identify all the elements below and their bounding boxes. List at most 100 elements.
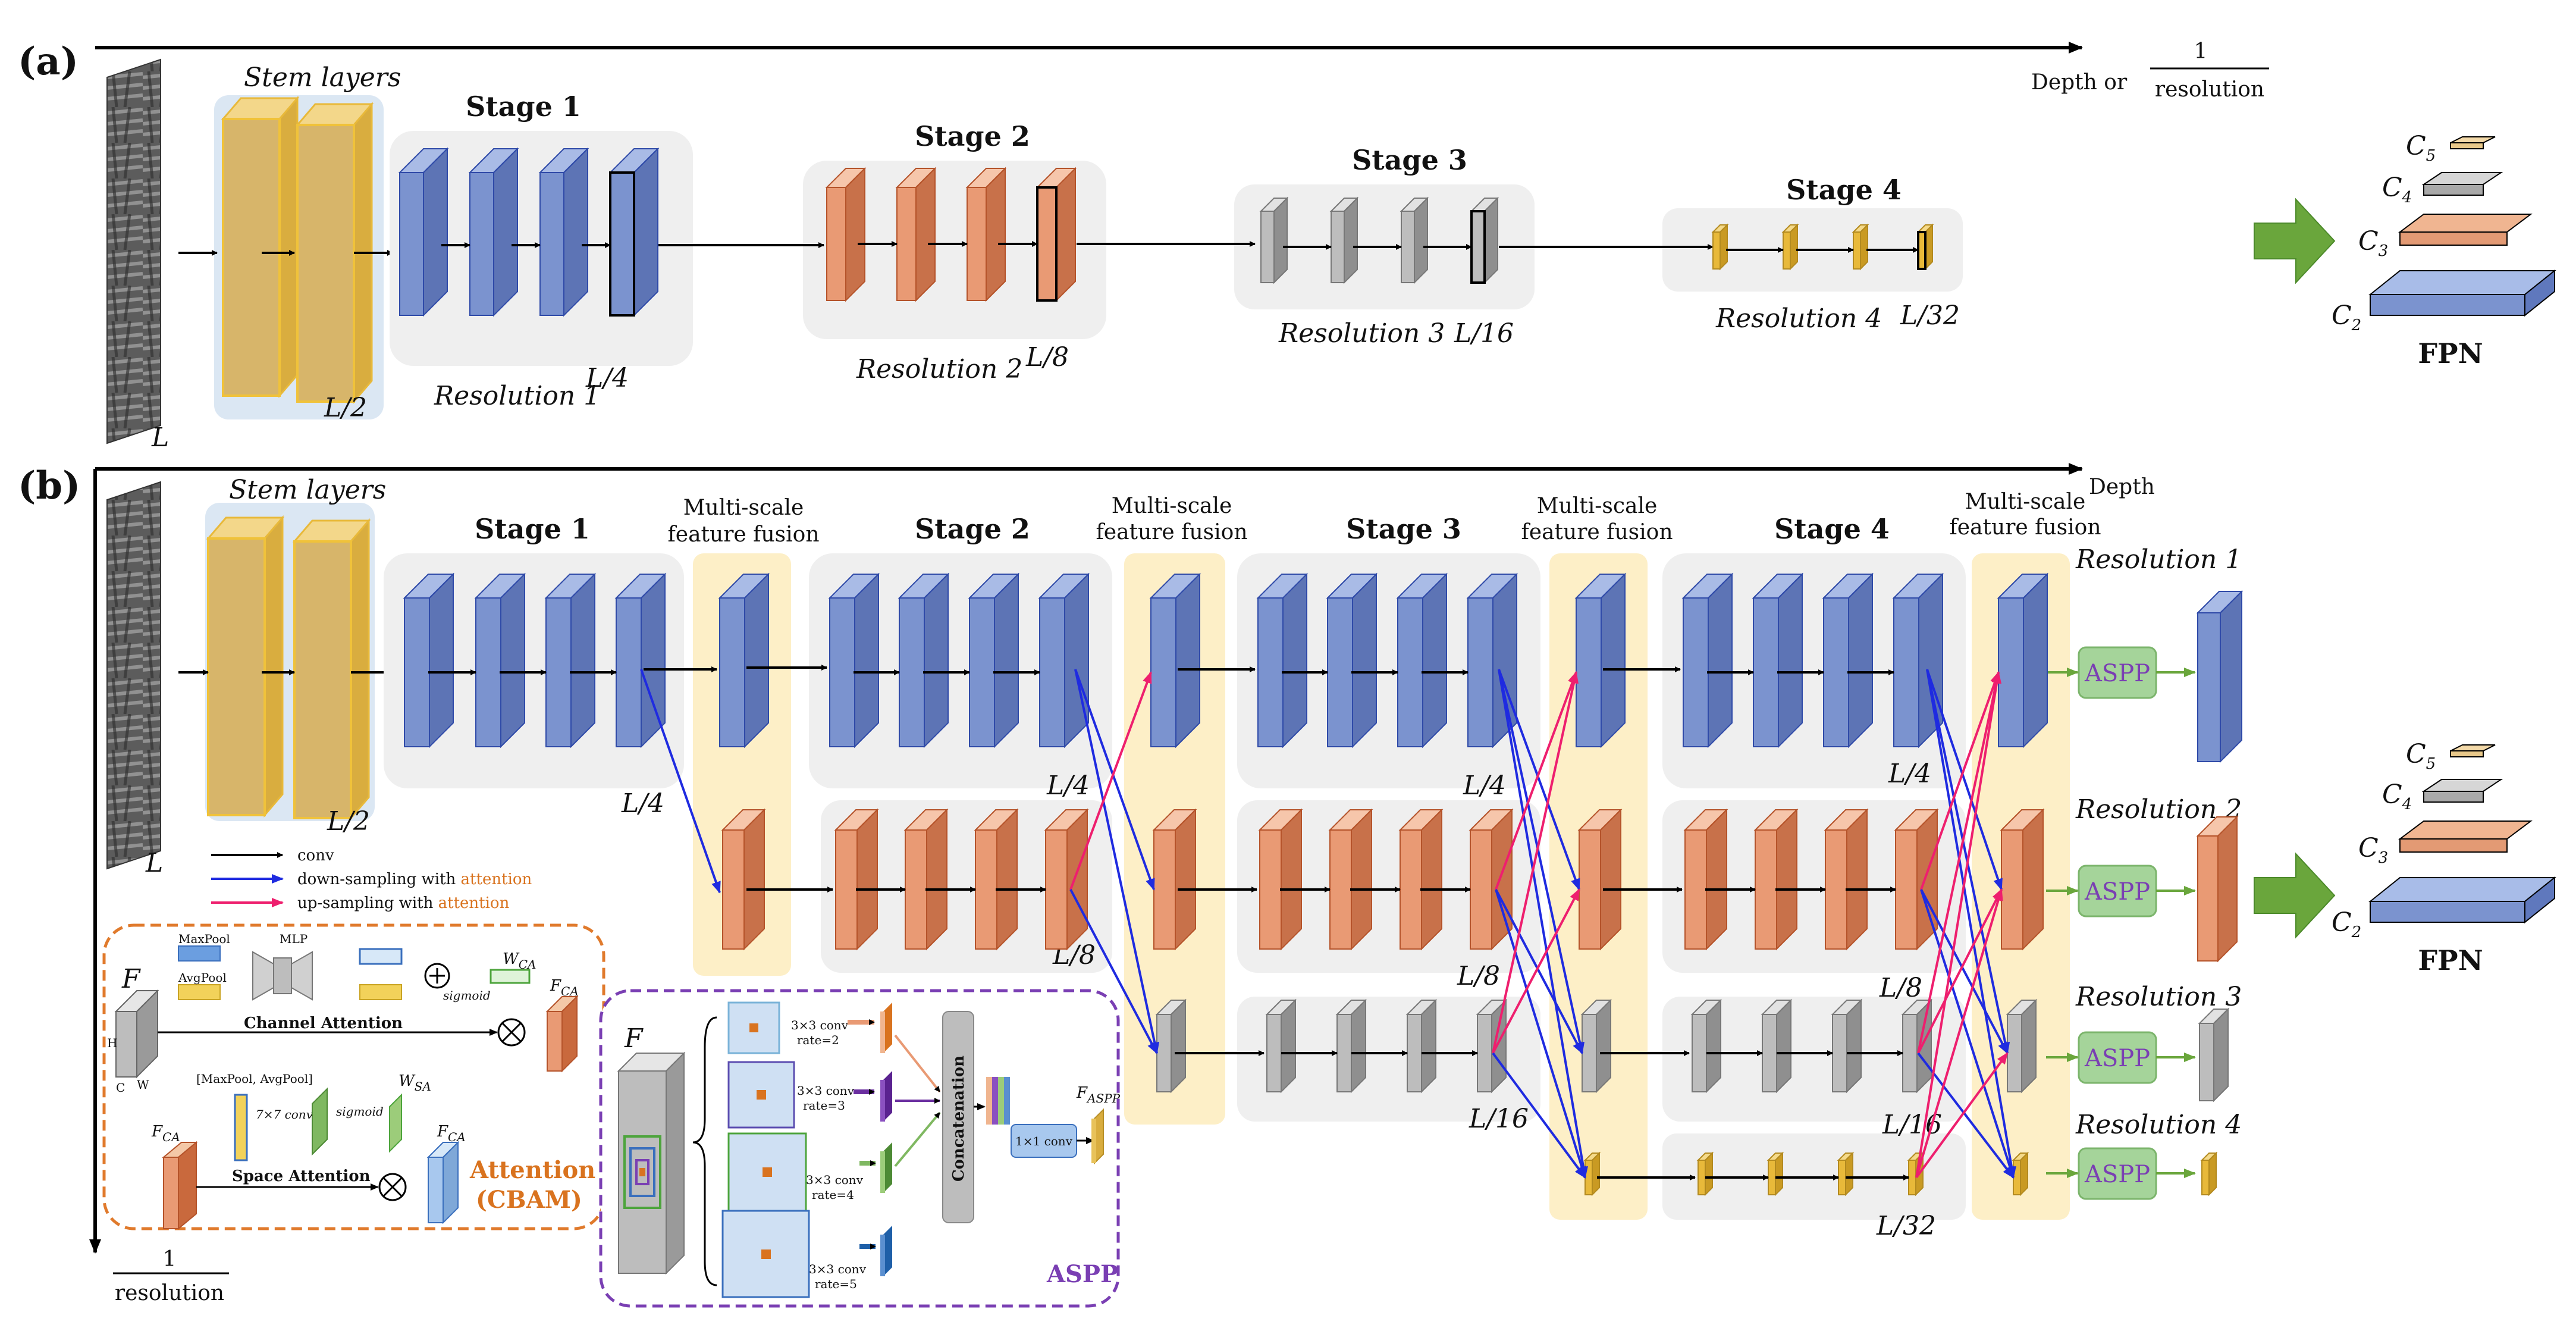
conv-block-7 — [965, 167, 1007, 302]
up-sample-arrow-64 — [1492, 671, 1579, 1054]
res3-label-a: Resolution 3 — [1278, 318, 1445, 349]
up-sample-arrow-73 — [1917, 671, 2001, 1054]
fpn-a-level-c4 — [2421, 172, 2503, 196]
cbam-title-2: (CBAM) — [476, 1186, 582, 1214]
conv-block-62 — [1761, 998, 1793, 1094]
conv-block-36 — [1997, 572, 2049, 749]
conv-block-68 — [1696, 1151, 1714, 1197]
stage4-row2-panel — [1662, 800, 1966, 973]
fpn-b-level-c5 — [2450, 744, 2496, 757]
stem-block-a1 — [221, 95, 300, 399]
svg-text:7×7 conv: 7×7 conv — [256, 1107, 313, 1122]
stage4-row3-panel — [1662, 997, 1966, 1122]
down-sample-arrow-62 — [1495, 889, 1583, 1054]
conv-block-41 — [974, 808, 1019, 951]
down-sample-arrow-71 — [1920, 889, 2009, 1054]
conv-block-26 — [1149, 572, 1201, 749]
panel-a: (a) Depth or 1 resolution L Stem layers … — [18, 39, 2269, 453]
conv-block-66 — [2198, 1007, 2230, 1103]
conv-block-63 — [1831, 998, 1863, 1094]
stage1-title-b: Stage 1 — [475, 513, 590, 545]
conv-block-14 — [1781, 223, 1799, 271]
input-image-a — [106, 58, 161, 444]
fpn-a-title: FPN — [2418, 337, 2483, 369]
conv-block-40 — [903, 808, 949, 951]
aspp-concatenation — [942, 1011, 974, 1223]
conv-block-48 — [1577, 808, 1623, 951]
svg-text:3×3 conv: 3×3 conv — [791, 1018, 849, 1032]
cbam-avgpool — [178, 984, 221, 1000]
input-image-b — [106, 481, 161, 870]
cbam-title-1: Attention — [469, 1156, 595, 1184]
axis-a-label: Depth or — [2031, 70, 2128, 95]
fusion-label-3b: feature fusion — [1521, 520, 1673, 544]
fpn-a: C5 C4 C3 C2 FPN — [2254, 131, 2556, 369]
conv-block-15 — [1852, 223, 1869, 271]
conv-block-25 — [1038, 572, 1090, 749]
conv-block-55 — [1155, 998, 1187, 1094]
svg-text:ASPP: ASPP — [2084, 878, 2150, 906]
svg-text:MaxPool: MaxPool — [178, 932, 230, 946]
conv-block-67 — [1583, 1151, 1601, 1197]
svg-text:W: W — [137, 1078, 149, 1092]
stem-label-b: Stem layers — [229, 475, 386, 505]
stage2-row1-panel — [809, 553, 1112, 788]
conv-block-64 — [1901, 998, 1933, 1094]
svg-text:WSA: WSA — [399, 1072, 431, 1094]
svg-text:rate=5: rate=5 — [815, 1277, 857, 1291]
size4-label-a: L/32 — [1900, 300, 1960, 331]
up-sample-arrow-78 — [1915, 1052, 2009, 1179]
svg-text:3×3 conv: 3×3 conv — [806, 1173, 864, 1187]
svg-text:ASPP: ASPP — [2084, 1161, 2150, 1188]
conv-block-46 — [1398, 808, 1444, 951]
aspp-branch-3: 3×3 conv rate=4 — [727, 1132, 892, 1212]
conv-block-60 — [1580, 998, 1612, 1094]
axis-b-depth: Depth — [2089, 475, 2155, 499]
fpn-b-level-c4 — [2421, 779, 2503, 803]
aspp-branch-2: 3×3 conv rate=3 — [727, 1061, 892, 1129]
conv-block-18 — [474, 572, 526, 749]
cbam-space-attention: Space Attention — [232, 1167, 371, 1185]
conv-block-59 — [1476, 998, 1508, 1094]
down-sample-arrow-67 — [1926, 669, 2003, 891]
stage3-title-a: Stage 3 — [1352, 144, 1467, 176]
size-label-b7: L/4 — [1888, 759, 1931, 789]
conv-block-19 — [544, 572, 597, 749]
svg-text:1×1 conv: 1×1 conv — [1015, 1134, 1073, 1148]
conv-block-24 — [968, 572, 1020, 749]
svg-text:MLP: MLP — [280, 932, 308, 946]
conv-block-23 — [898, 572, 950, 749]
svg-text:rate=3: rate=3 — [803, 1098, 845, 1113]
conv-block-42 — [1044, 808, 1089, 951]
svg-text:Concatenation: Concatenation — [950, 1056, 968, 1182]
conv-block-53 — [2000, 808, 2045, 951]
panel-a-label: (a) — [18, 39, 79, 84]
conv-block-11 — [1400, 196, 1429, 284]
svg-text:ASPP: ASPP — [2084, 660, 2150, 687]
conv-block-65 — [2006, 998, 2038, 1094]
conv-block-50 — [1753, 808, 1799, 951]
size-label-b1: L/4 — [621, 788, 664, 819]
aspp-title: ASPP — [1046, 1260, 1118, 1288]
down-sample-arrow-69 — [1926, 669, 2016, 1179]
conv-block-21 — [718, 572, 770, 749]
conv-block-54 — [2196, 815, 2239, 963]
svg-text:C5: C5 — [2406, 739, 2436, 773]
down-sample-arrow-72 — [1920, 889, 2015, 1179]
conv-block-37 — [2196, 590, 2244, 763]
conv-block-72 — [2012, 1151, 2029, 1197]
aspp-box-1: ASPP — [2078, 646, 2157, 699]
conv-block-61 — [1690, 998, 1722, 1094]
conv-block-8 — [1036, 167, 1077, 302]
svg-text:C2: C2 — [2332, 300, 2361, 334]
size2-label-a: L/8 — [1025, 342, 1069, 372]
conv-block-6 — [895, 167, 937, 302]
conv-block-16 — [1916, 223, 1934, 271]
legend-conv: conv — [297, 847, 334, 865]
fpn-arrow-b — [2254, 852, 2336, 939]
stage2-title-a: Stage 2 — [915, 120, 1030, 152]
fusion-label-2b: feature fusion — [1096, 520, 1247, 544]
stem-block-a2 — [295, 101, 374, 405]
fpn-b-level-c2 — [2368, 876, 2556, 924]
